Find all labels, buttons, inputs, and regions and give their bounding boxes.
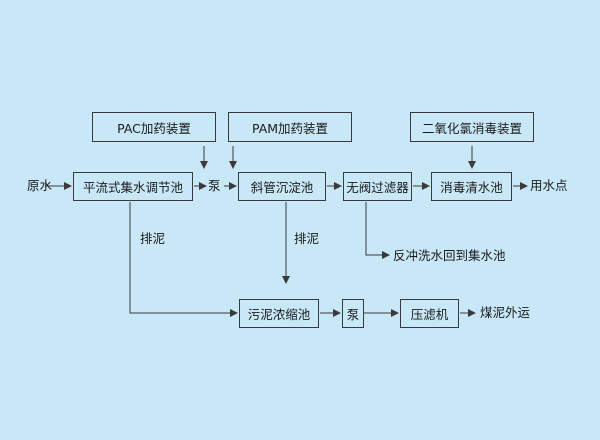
inclined-tube-settler-label: 斜管沉淀池 <box>250 180 314 195</box>
raw-water-label: 原水 <box>27 178 53 193</box>
pam-dosing-label: PAM加药装置 <box>251 120 329 136</box>
sludge-pump-box: 泵 <box>342 299 364 328</box>
arrow-equalization-sludge <box>129 202 238 317</box>
pac-dosing-box: PAC加药装置 <box>92 112 216 142</box>
sludge-transport-label: 煤泥外运 <box>480 305 531 320</box>
equalization-tank-box: 平流式集水调节池 <box>73 172 193 201</box>
pam-dosing-box: PAM加药装置 <box>228 112 352 142</box>
sludge-pump-label: 泵 <box>346 307 360 322</box>
backwash-label: 反冲洗水回到集水池 <box>393 248 506 263</box>
sludge-discharge-label-2: 排泥 <box>294 231 320 246</box>
pac-dosing-label: PAC加药装置 <box>117 120 191 136</box>
arrow-backwash <box>365 202 390 259</box>
valveless-filter-box: 无阀过滤器 <box>343 172 412 201</box>
clo2-disinfection-label: 二氧化氯消毒装置 <box>421 120 522 136</box>
disinfection-clearwater-box: 消毒清水池 <box>431 172 512 201</box>
equalization-tank-label: 平流式集水调节池 <box>82 180 183 195</box>
filter-press-label: 压滤机 <box>410 307 449 322</box>
inclined-tube-settler-box: 斜管沉淀池 <box>238 172 326 201</box>
disinfection-clearwater-label: 消毒清水池 <box>440 180 503 195</box>
filter-press-box: 压滤机 <box>400 299 459 328</box>
sludge-discharge-label-1: 排泥 <box>140 231 166 246</box>
sludge-thickener-box: 污泥浓缩池 <box>239 299 319 328</box>
clo2-disinfection-box: 二氧化氯消毒装置 <box>410 112 534 142</box>
water-use-point-label: 用水点 <box>530 178 568 193</box>
sludge-thickener-label: 污泥浓缩池 <box>247 307 311 322</box>
pump-label-1: 泵 <box>208 178 221 193</box>
valveless-filter-label: 无阀过滤器 <box>346 180 409 195</box>
